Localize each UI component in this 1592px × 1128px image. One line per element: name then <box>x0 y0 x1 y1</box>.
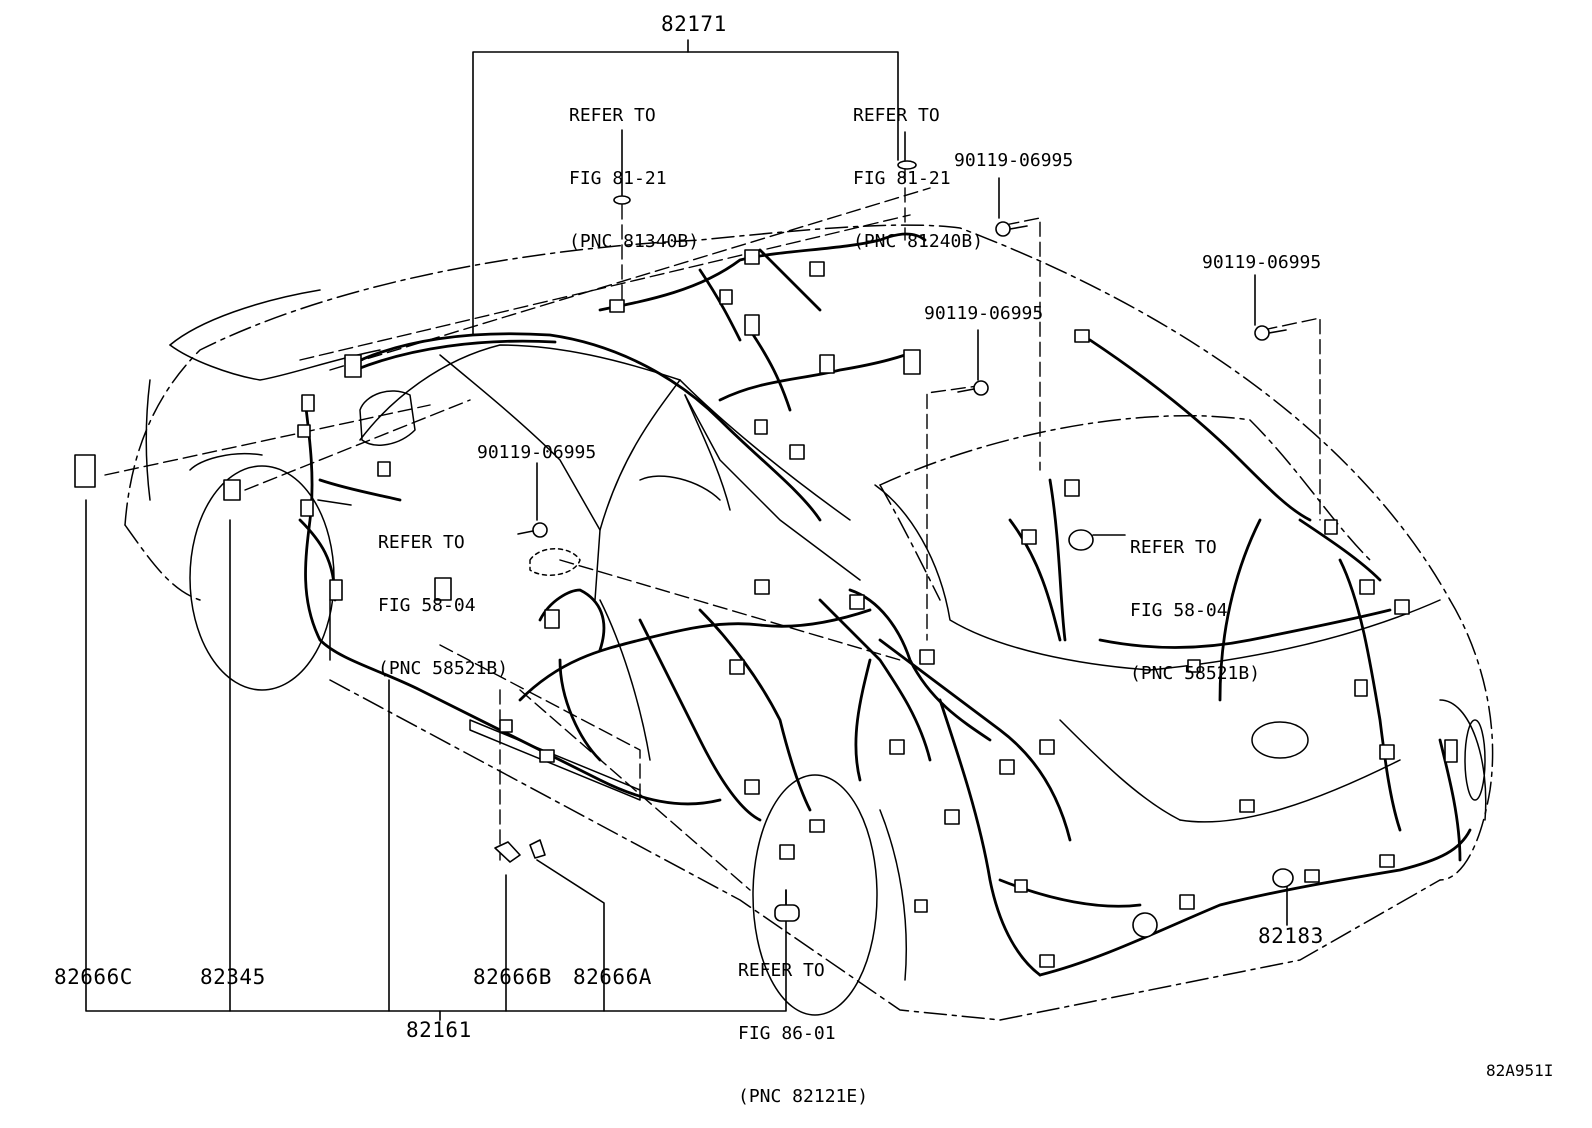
part-number-82666B: 82666B <box>473 965 552 989</box>
car-lines <box>145 289 1487 1016</box>
reference-note: REFER TO FIG 58-04 (PNC 58521B) <box>378 532 509 679</box>
wiring-harness <box>298 232 1472 977</box>
leader-lines <box>85 39 1288 1021</box>
part-number-82183: 82183 <box>1258 924 1324 948</box>
fasteners <box>494 160 1294 938</box>
car-illustration <box>74 39 1494 1021</box>
bolt-label: 90119-06995 <box>954 150 1074 171</box>
dashed-lines <box>104 167 1321 891</box>
part-number-82171: 82171 <box>661 12 727 36</box>
wiring-harness-diagram: 82171 82161 82183 82666C 82345 82666B 82… <box>54 12 1554 1108</box>
reference-note: REFER TO FIG 81-21 (PNC 81340B) <box>569 105 700 252</box>
bolt-label: 90119-06995 <box>924 303 1044 324</box>
part-number-82345: 82345 <box>200 965 266 989</box>
bolt-label: 90119-06995 <box>477 442 597 463</box>
bolt-label: 90119-06995 <box>1202 252 1322 273</box>
reference-note: REFER TO FIG 86-01 (PNC 82121E) <box>738 960 869 1107</box>
part-number-82161: 82161 <box>406 1018 472 1042</box>
reference-note: REFER TO FIG 81-21 (PNC 81240B) <box>853 105 984 252</box>
part-number-82666A: 82666A <box>573 965 652 989</box>
connectors <box>74 249 1458 968</box>
part-number-82666C: 82666C <box>54 965 133 989</box>
diagram-id: 82A951I <box>1486 1061 1554 1080</box>
reference-note: REFER TO FIG 58-04 (PNC 58521B) <box>1130 537 1261 684</box>
